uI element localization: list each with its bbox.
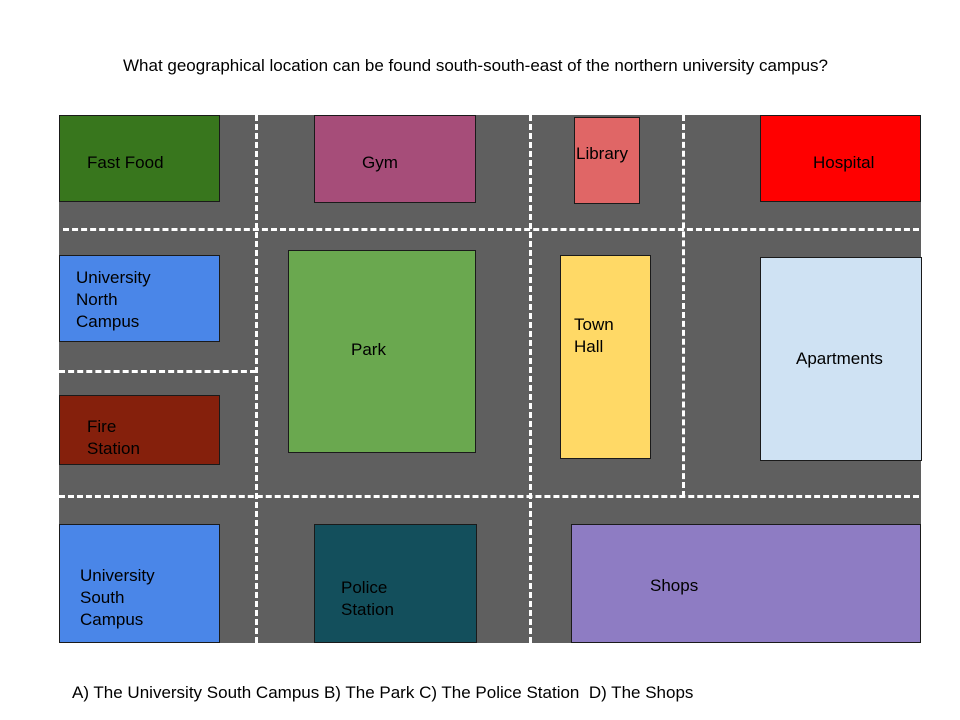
shops-label: Shops: [650, 576, 699, 595]
answer-options: A) The University South Campus B) The Pa…: [72, 683, 694, 702]
shops-block: Shops: [571, 524, 921, 643]
town-hall-block: Town Hall: [560, 255, 651, 459]
question-text: What geographical location can be found …: [123, 56, 828, 75]
road-marking-center: [529, 115, 532, 643]
fire-station-block: Fire Station: [59, 395, 220, 465]
gym-label: Gym: [362, 153, 398, 172]
police-station-label: Police Station: [341, 578, 394, 619]
road-marking-south: [59, 495, 919, 498]
university-north-campus-block: University North Campus: [59, 255, 220, 342]
park-block: Park: [288, 250, 476, 453]
police-station-block: Police Station: [314, 524, 477, 643]
road-marking-west: [255, 115, 258, 643]
gym-block: Gym: [314, 115, 476, 203]
library-label: Library: [576, 144, 628, 163]
university-north-campus-label: University North Campus: [76, 268, 151, 331]
road-marking-east: [682, 115, 685, 497]
fast-food-label: Fast Food: [87, 153, 164, 172]
fire-station-label: Fire Station: [87, 417, 140, 458]
hospital-block: Hospital: [760, 115, 921, 202]
road-marking-west-spur: [59, 370, 256, 373]
university-south-campus-label: University South Campus: [80, 566, 155, 629]
apartments-block: Apartments: [760, 257, 922, 461]
road-marking-north: [63, 228, 919, 231]
fast-food-block: Fast Food: [59, 115, 220, 202]
town-hall-label: Town Hall: [574, 315, 614, 356]
university-south-campus-block: University South Campus: [59, 524, 220, 643]
city-map: Fast Food Gym Library Hospital Universit…: [59, 115, 922, 643]
park-label: Park: [351, 340, 386, 359]
hospital-label: Hospital: [813, 153, 875, 172]
apartments-label: Apartments: [796, 349, 883, 368]
library-block: Library: [574, 117, 640, 204]
